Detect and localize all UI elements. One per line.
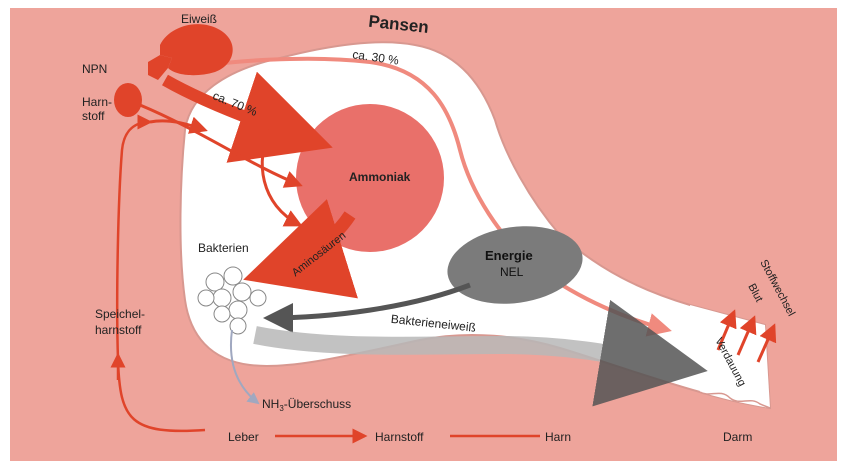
leber-label: Leber [228,430,259,444]
harnstoff-top-label-2: stoff [82,109,105,123]
nel-label: NEL [500,265,524,279]
speichel-label-1: Speichel- [95,307,145,321]
darm-label: Darm [723,430,752,444]
harn-label: Harn [545,430,571,444]
ammoniak-label: Ammoniak [349,170,411,184]
eiweiss-label: Eiweiß [181,12,217,26]
harnstoff-bottom-label: Harnstoff [375,430,424,444]
npn-label: NPN [82,62,107,76]
harnstoff-blob [114,83,142,117]
energie-label: Energie [485,248,533,263]
nh3-label: NH3-Überschuss [262,397,351,413]
harnstoff-top-label-1: Harn- [82,95,112,109]
speichel-label-2: harnstoff [95,323,142,337]
bakterien-label: Bakterien [198,241,249,255]
